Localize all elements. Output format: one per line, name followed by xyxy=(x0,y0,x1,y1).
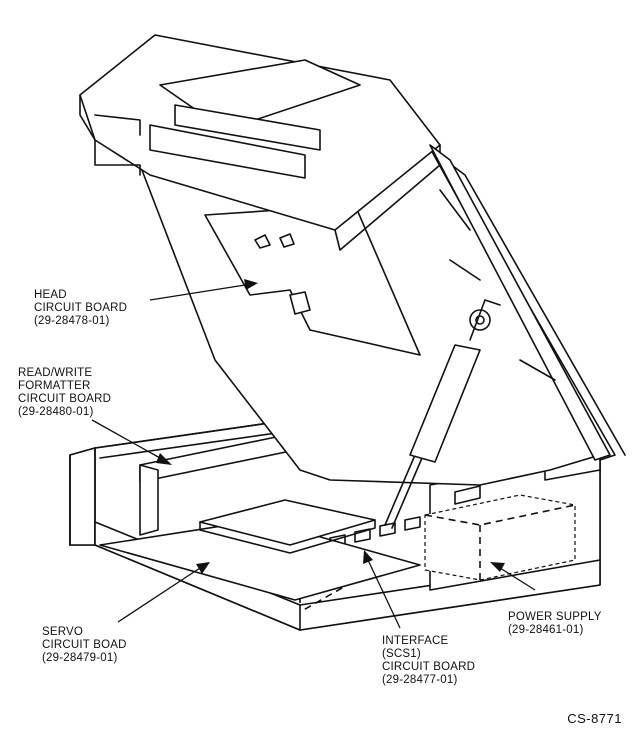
figure-id: CS-8771 xyxy=(567,711,622,726)
servo-label-line-1: SERVO xyxy=(42,626,84,638)
interface-label-line-3: CIRCUIT BOARD xyxy=(382,661,476,673)
power-supply-arrowhead xyxy=(490,562,505,572)
interface-board-shape xyxy=(199,499,376,554)
read-write-leader xyxy=(91,419,161,459)
servo-label-line-3: (29-28479-01) xyxy=(42,652,118,664)
servo-label-line-2: CIRCUIT BOAD xyxy=(42,639,127,651)
servo-circuit-board-label: SERVO CIRCUIT BOAD (29-28479-01) xyxy=(42,626,127,665)
servo-circuit-board-shape xyxy=(99,519,421,601)
power-supply-label: POWER SUPPLY (29-28461-01) xyxy=(508,611,602,637)
interface-label-line-1: INTERFACE xyxy=(382,635,449,647)
interface-arrowhead xyxy=(363,550,373,564)
read-write-label-line-4: (29-28480-01) xyxy=(18,406,94,418)
leader-lines xyxy=(91,279,536,629)
head-circuit-board-label: HEAD CIRCUIT BOARD (29-28478-01) xyxy=(34,289,127,328)
head-label-line-1: HEAD xyxy=(34,289,67,301)
read-write-arrowhead xyxy=(156,453,172,465)
power-supply-label-line-1: POWER SUPPLY xyxy=(508,611,602,623)
lid-housing xyxy=(79,34,441,251)
head-label-line-3: (29-28478-01) xyxy=(34,315,110,327)
read-write-label-line-3: CIRCUIT BOARD xyxy=(18,393,112,405)
head-leader xyxy=(149,284,246,301)
power-supply-leader xyxy=(499,567,536,591)
interface-leader xyxy=(367,559,401,629)
head-arrowhead xyxy=(244,279,258,290)
read-write-label-line-1: READ/WRITE xyxy=(18,367,93,379)
servo-leader xyxy=(117,567,201,623)
servo-arrowhead xyxy=(196,562,210,574)
read-write-formatter-label: READ/WRITE FORMATTER CIRCUIT BOARD (29-2… xyxy=(18,367,111,419)
power-supply-shape xyxy=(424,494,576,581)
head-circuit-board-shape xyxy=(204,204,421,356)
interface-circuit-board-label: INTERFACE (SCS1) CIRCUIT BOARD (29-28477… xyxy=(382,635,475,687)
head-label-line-2: CIRCUIT BOARD xyxy=(34,302,128,314)
interface-label-line-4: (29-28477-01) xyxy=(382,674,458,686)
power-supply-label-line-2: (29-28461-01) xyxy=(508,624,584,636)
hinge-column xyxy=(429,144,611,461)
read-write-label-line-2: FORMATTER xyxy=(18,380,91,392)
support-strut xyxy=(384,299,501,529)
interface-label-line-2: (SCS1) xyxy=(382,648,421,660)
